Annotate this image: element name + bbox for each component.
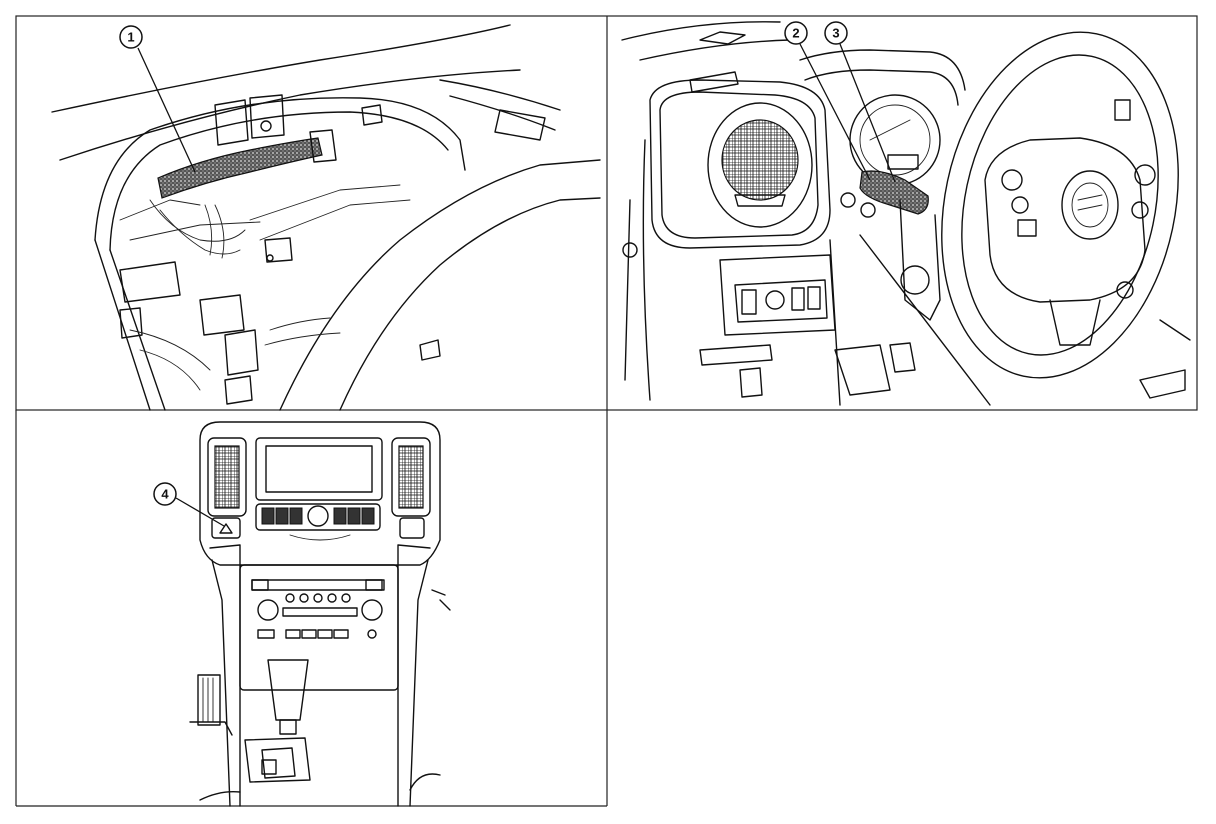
callout-1-leader — [137, 47, 196, 173]
callout-3-circle — [824, 21, 848, 45]
panel-cluster-harness — [51, 24, 601, 411]
callout-2-circle — [784, 21, 808, 45]
callout-2-leader — [799, 43, 871, 181]
callout-3-leader — [839, 43, 896, 183]
callout-4-label: 4 — [161, 487, 169, 502]
combination-switch-lever — [859, 170, 929, 215]
panel-frames — [15, 15, 1198, 807]
panel-steering-dash — [621, 21, 1191, 406]
hazard-switch — [211, 517, 241, 539]
callout-1-label: 1 — [127, 30, 134, 45]
callout-4-leader — [175, 497, 225, 527]
harness-connector-1 — [157, 137, 323, 199]
callout-2-label: 2 — [792, 26, 799, 41]
callout-1-circle — [119, 25, 143, 49]
callouts: 1 2 3 4 — [119, 21, 896, 527]
callout-4-circle — [153, 482, 177, 506]
panel-center-console — [189, 421, 451, 807]
vent-grille — [721, 119, 799, 201]
callout-3-label: 3 — [832, 26, 839, 41]
